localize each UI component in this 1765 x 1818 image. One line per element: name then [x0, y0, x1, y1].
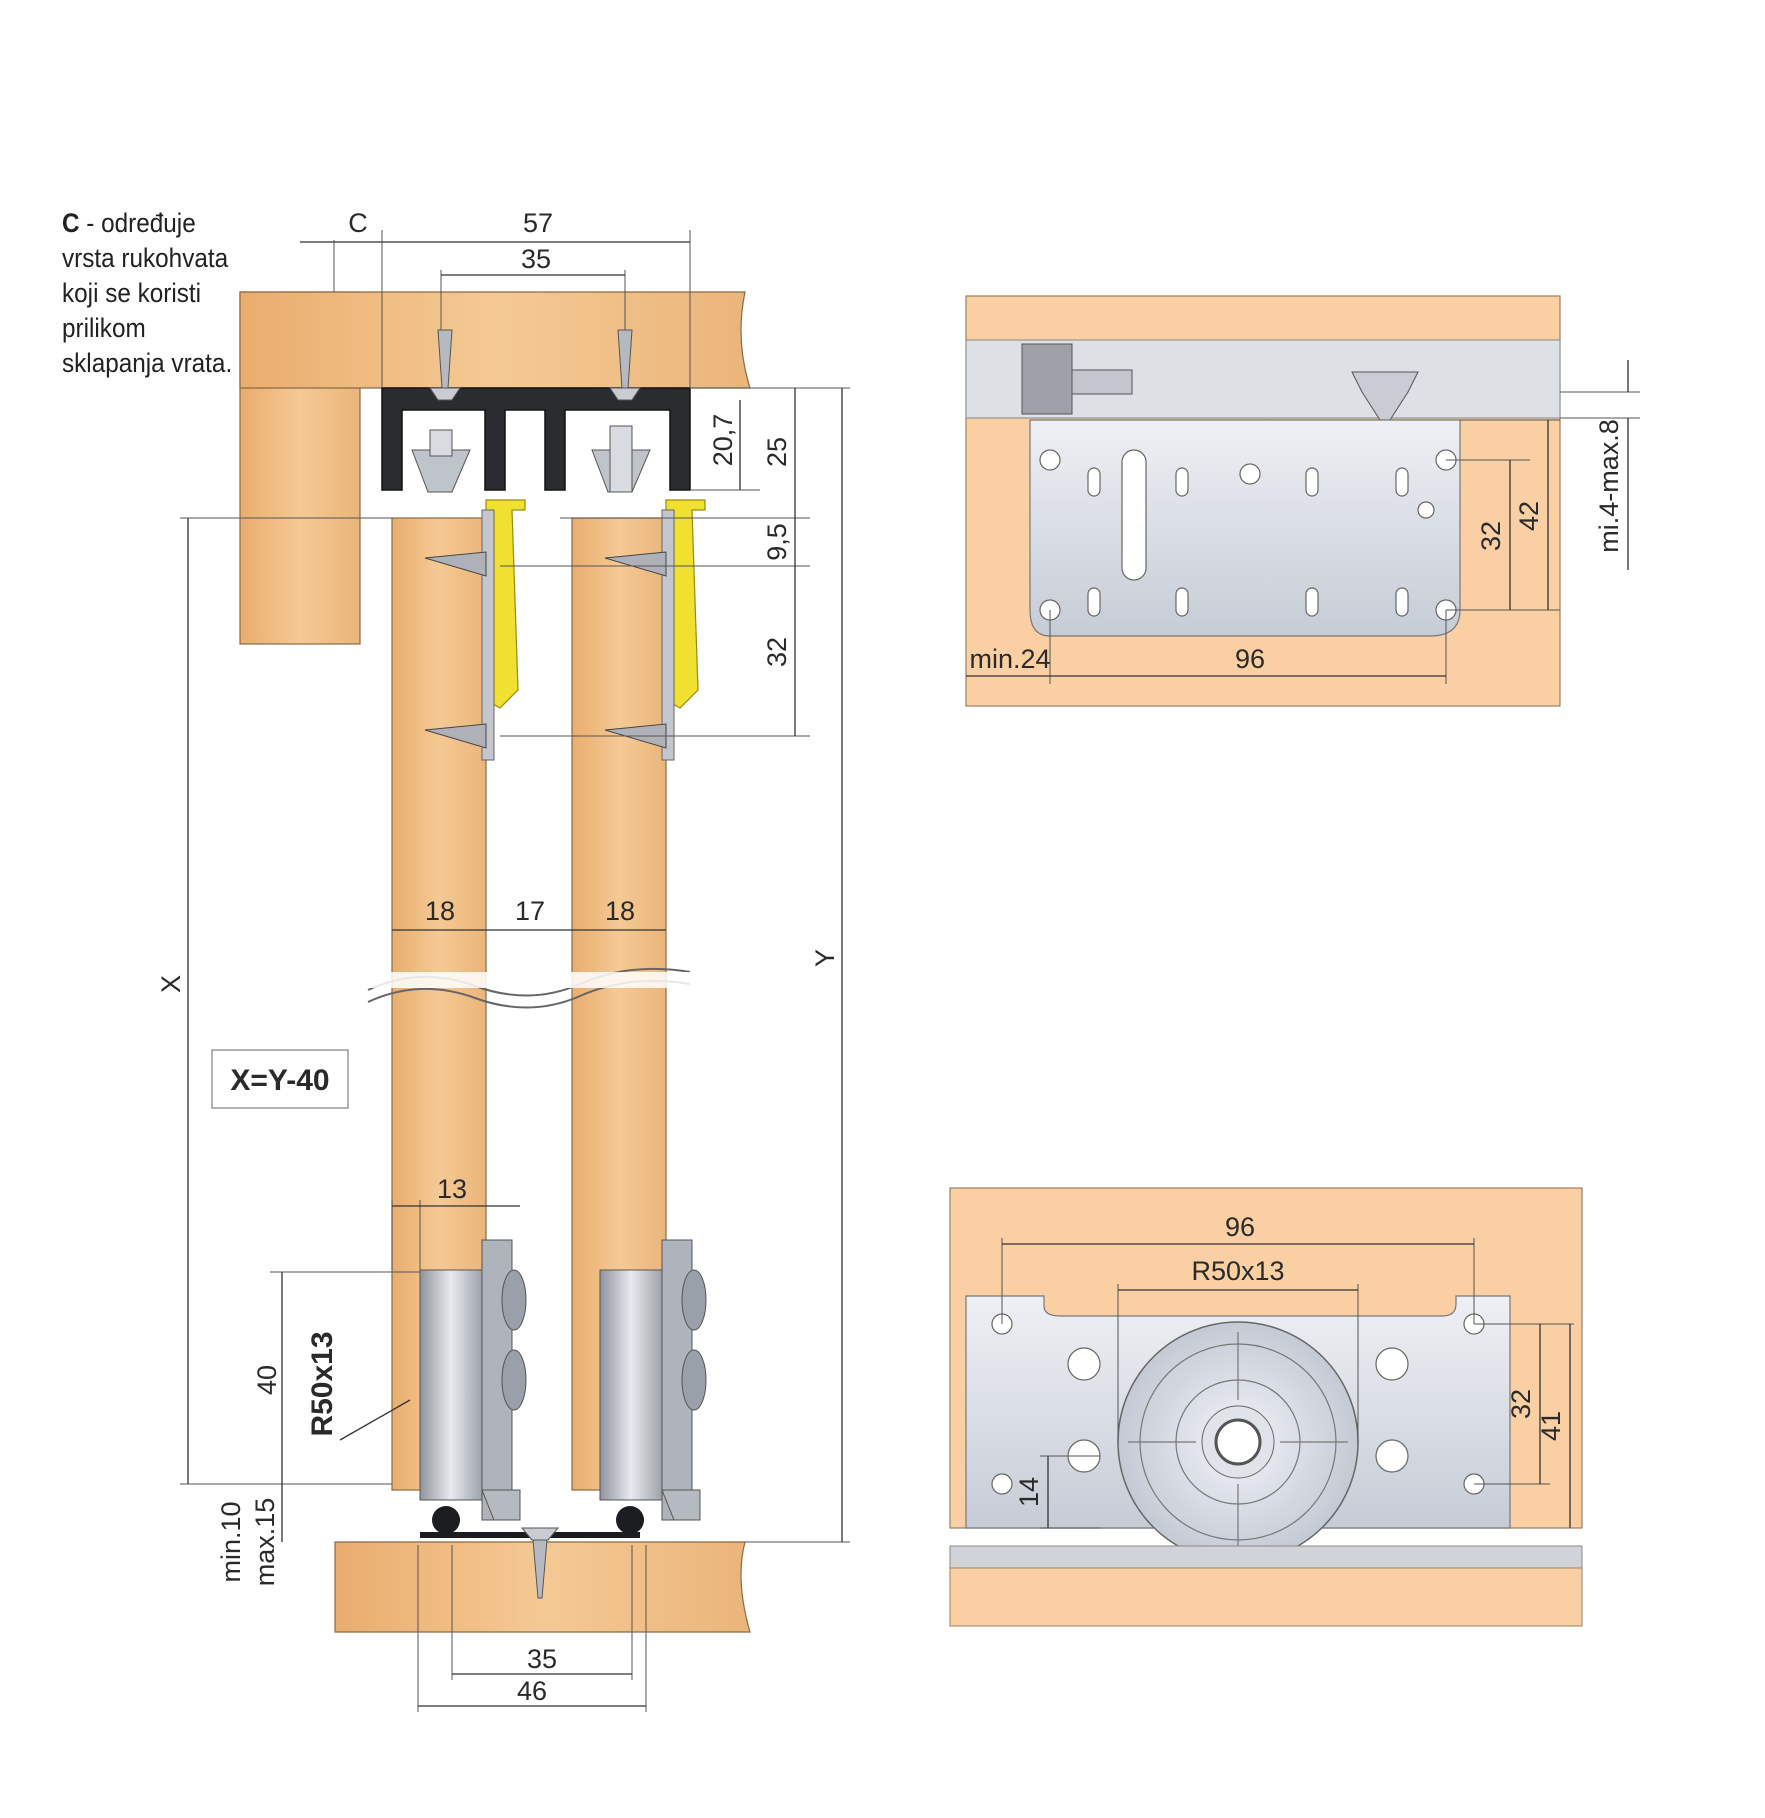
bottom-wheel-view: 96 R50x13 14 32 41 [949, 1187, 1583, 1627]
bracket-back [661, 509, 675, 761]
dim-18-b: 18 [605, 896, 635, 926]
dim-96-bottom: 96 [1225, 1212, 1255, 1242]
bracket-front [481, 509, 495, 761]
bottom-plate-holes [991, 1313, 1485, 1495]
bottom-track [949, 1545, 1583, 1569]
dim-40: 40 [252, 1365, 282, 1395]
formula-text: X=Y-40 [230, 1064, 329, 1097]
dim-max15: max.15 [250, 1498, 280, 1587]
side-section-view: X=Y-40 [156, 208, 850, 1712]
note-text: C - određuje vrsta rukohvata koji se kor… [62, 206, 251, 381]
top-rail-profile [381, 387, 691, 491]
top-screw-right [609, 329, 641, 401]
dim-mi4max8: mi.4-max.8 [1594, 419, 1624, 553]
dim-17: 17 [515, 896, 545, 926]
top-plate-holes [1039, 449, 1457, 621]
dim-13: 13 [437, 1174, 467, 1204]
top-plate-dimension-lines [966, 360, 1640, 684]
top-screw-left [429, 329, 461, 401]
dim-min10: min.10 [216, 1501, 246, 1582]
top-plate-dimension-texts: min.24 96 32 42 mi.4-max.8 [969, 419, 1624, 674]
dim-18-a: 18 [425, 896, 455, 926]
bottom-main-wheel [1117, 1321, 1359, 1563]
dim-32: 32 [762, 637, 792, 667]
dim-32-top: 32 [1476, 521, 1506, 551]
dim-14: 14 [1014, 1477, 1044, 1507]
note-body: - određuje vrsta rukohvata koji se koris… [62, 208, 233, 378]
side-dimension-texts: C 57 35 20,7 25 9,5 32 18 17 18 X Y 13 4… [156, 208, 840, 1706]
dim-96-top: 96 [1235, 644, 1265, 674]
dim-y: Y [810, 949, 840, 967]
note-bold: C [62, 208, 80, 238]
bottom-view-dimension-lines [1001, 1238, 1574, 1529]
dim-r50x13-bottom: R50x13 [1191, 1256, 1284, 1286]
dim-46: 46 [517, 1676, 547, 1706]
dim-57: 57 [523, 208, 553, 238]
dim-32-bottom: 32 [1506, 1389, 1536, 1419]
top-plate-view: min.24 96 32 42 mi.4-max.8 [965, 295, 1640, 707]
formula-box [211, 1049, 349, 1109]
dim-35-bottom: 35 [527, 1644, 557, 1674]
bottom-wheel-front [419, 1239, 527, 1534]
bottom-wheel-back [599, 1239, 707, 1534]
dim-c: C [348, 208, 368, 238]
dim-x: X [156, 975, 186, 993]
dim-35-top: 35 [521, 244, 551, 274]
dim-20-7: 20,7 [708, 414, 738, 467]
dim-41: 41 [1536, 1411, 1566, 1441]
dim-25: 25 [762, 437, 792, 467]
dim-9-5: 9,5 [762, 523, 792, 561]
bottom-floor-board [949, 1567, 1583, 1627]
dim-min24: min.24 [969, 644, 1050, 674]
bottom-view-dimension-texts: 96 R50x13 14 32 41 [1014, 1212, 1566, 1507]
bottom-screw [520, 1527, 560, 1599]
cabinet-top-board [239, 291, 751, 389]
side-dimension-lines [180, 230, 850, 1712]
dim-42-top: 42 [1514, 501, 1544, 531]
dim-r50x13-side: R50x13 [306, 1331, 339, 1436]
